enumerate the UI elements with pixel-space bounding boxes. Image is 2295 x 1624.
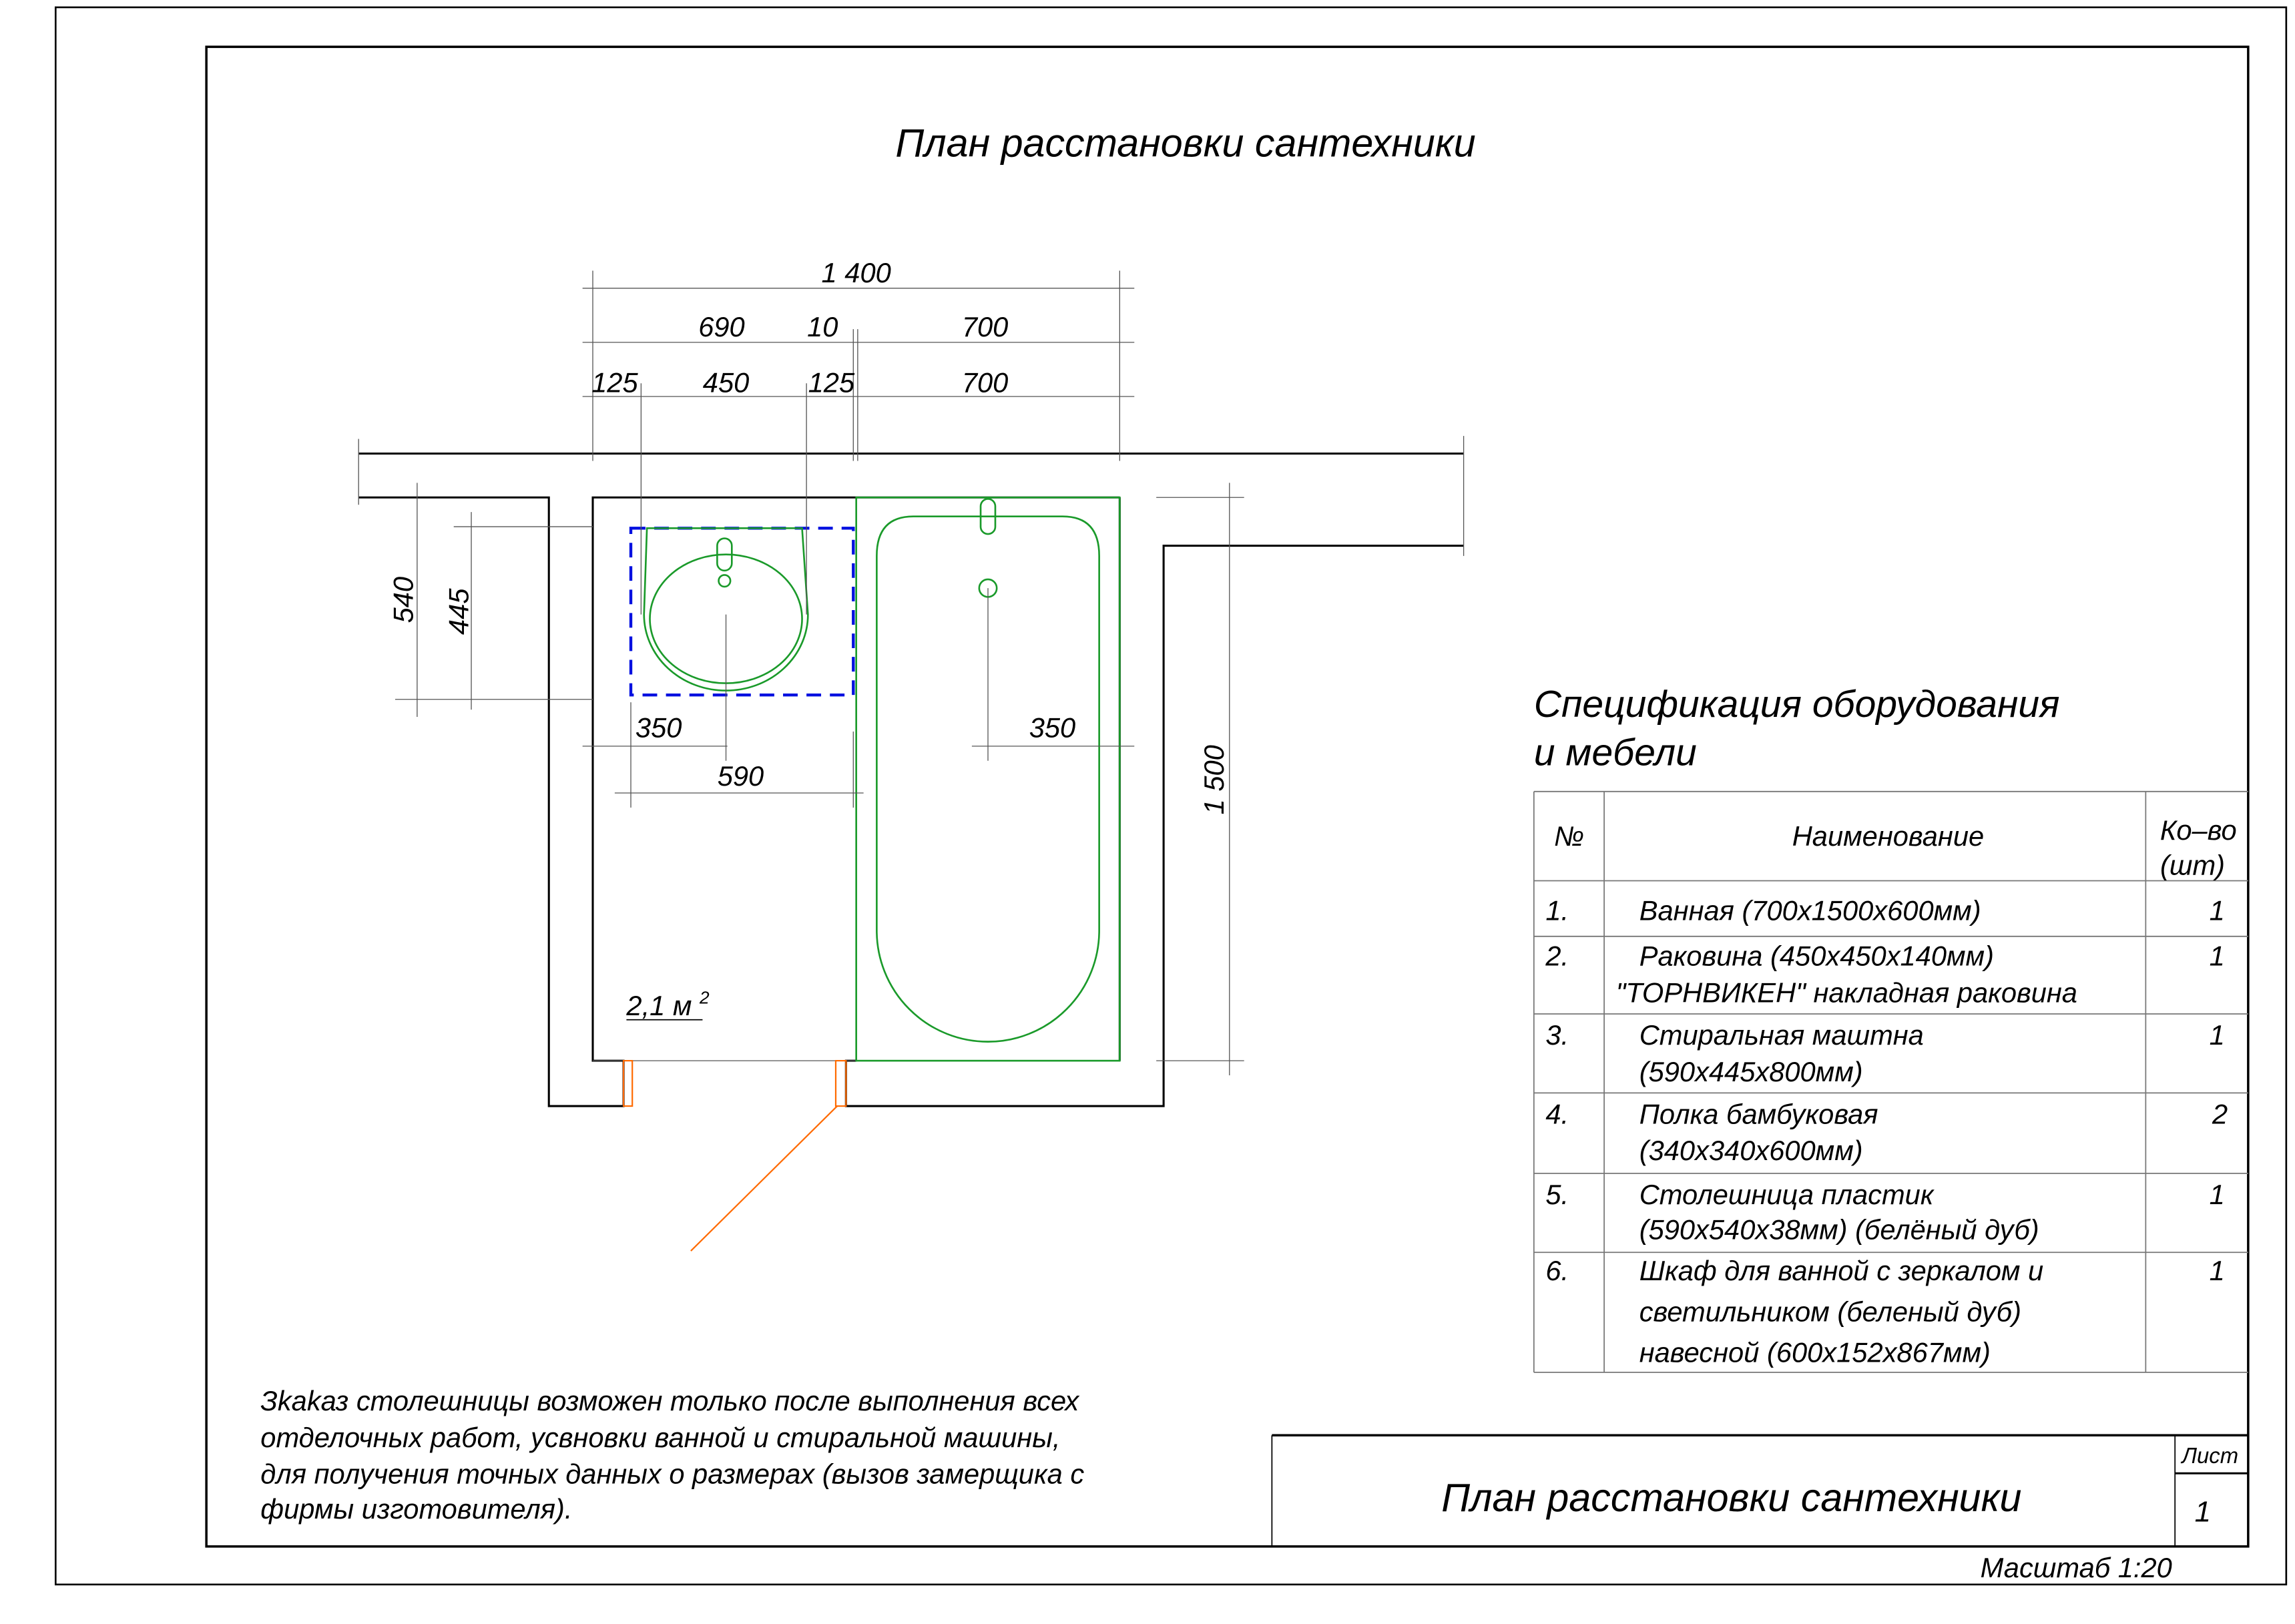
dim-125-left: 125 [591, 366, 638, 398]
svg-text:Ванная (700х1500х600мм): Ванная (700х1500х600мм) [1639, 895, 1981, 926]
spec-row: 4. Полка бамбуковая (340х340х600мм) 2 [1545, 1098, 2228, 1166]
svg-text:навесной (600х152х867мм): навесной (600х152х867мм) [1639, 1337, 1991, 1368]
svg-text:2: 2 [2212, 1098, 2228, 1129]
svg-text:1.: 1. [1545, 895, 1569, 926]
svg-text:6.: 6. [1545, 1255, 1569, 1286]
sheet-number: 1 [2195, 1496, 2211, 1529]
dimension-texts: 1 400 690 10 700 125 450 125 700 540 445… [387, 257, 1230, 814]
svg-text:1: 1 [2210, 940, 2225, 972]
svg-text:"ТОРНВИКЕН" накладная раковина: "ТОРНВИКЕН" накладная раковина [1616, 977, 2077, 1008]
svg-text:(590х445х800мм): (590х445х800мм) [1639, 1056, 1863, 1087]
door [622, 1060, 847, 1252]
svg-text:(590х540х38мм) (белёный дуб): (590х540х38мм) (белёный дуб) [1639, 1214, 2039, 1246]
title-block-title: План расстановки сантехники [1441, 1475, 2021, 1520]
spec-row: 5. Столешница пластик (590х540х38мм) (бе… [1545, 1179, 2224, 1246]
spec-row: 2. Раковина (450х450х140мм) "ТОРНВИКЕН" … [1545, 940, 2224, 1009]
bathtub [855, 496, 1121, 1062]
spec-header: № Наименование Ко–во (шт) [1554, 814, 2237, 881]
svg-text:3.: 3. [1545, 1019, 1569, 1051]
spec-row: 1. Ванная (700х1500х600мм) 1 [1545, 895, 2224, 926]
spec-table [1533, 790, 2248, 1373]
svg-text:1: 1 [2210, 895, 2225, 926]
svg-text:Наименование: Наименование [1792, 820, 1984, 852]
room-area: 2,1 м 2 [625, 988, 710, 1022]
dim-10: 10 [807, 311, 838, 342]
dimension-lines [395, 270, 1244, 1076]
dim-350-sink: 350 [635, 712, 682, 744]
inner-frame [205, 45, 2250, 1548]
dim-540: 540 [387, 577, 419, 623]
svg-text:2: 2 [699, 988, 710, 1008]
dim-700-bottom: 700 [962, 366, 1008, 398]
svg-text:1: 1 [2210, 1179, 2225, 1210]
svg-text:для получения точных данных о: для получения точных данных о размерах (… [260, 1458, 1084, 1490]
svg-text:1: 1 [2210, 1019, 2225, 1051]
washing-machine [629, 527, 855, 697]
title-block: План расстановки сантехники Лист 1 Масшт… [1271, 1434, 2248, 1583]
spec-title-line1: Спецификация оборудования [1534, 683, 2060, 726]
drawing-title: План расстановки сантехники [895, 121, 1475, 166]
svg-text:2,1 м: 2,1 м [625, 990, 692, 1021]
svg-text:Полка бамбуковая: Полка бамбуковая [1639, 1098, 1878, 1129]
svg-text:отделочных работ, усвновки ван: отделочных работ, усвновки ванной и стир… [260, 1422, 1060, 1453]
note: Зkаkаз столешницы возможен только после … [260, 1385, 1084, 1525]
spec-row: 3. Стиральная маштна (590х445х800мм) 1 [1545, 1019, 2224, 1087]
svg-text:(340х340х600мм): (340х340х600мм) [1639, 1135, 1863, 1166]
svg-text:Стиральная маштна: Стиральная маштна [1639, 1019, 1924, 1051]
dim-450: 450 [703, 366, 749, 398]
svg-text:5.: 5. [1545, 1179, 1569, 1210]
dim-350-bath: 350 [1029, 712, 1075, 744]
svg-text:Столешница пластик: Столешница пластик [1639, 1179, 1935, 1210]
svg-text:(шт): (шт) [2160, 850, 2225, 881]
dim-125-right: 125 [808, 366, 855, 398]
svg-text:Шкаф для ванной с зеркалом и: Шкаф для ванной с зеркалом и [1639, 1255, 2043, 1286]
spec-row: 6. Шкаф для ванной с зеркалом и светильн… [1545, 1255, 2224, 1368]
walls [358, 436, 1465, 1107]
svg-text:1: 1 [2210, 1255, 2225, 1286]
dim-690: 690 [698, 311, 744, 342]
scale: Масштаб 1:20 [1981, 1552, 2172, 1583]
svg-text:№: № [1554, 820, 1584, 852]
svg-text:светильником (беленый дуб): светильником (беленый дуб) [1639, 1296, 2021, 1327]
dim-700-top: 700 [962, 311, 1008, 342]
svg-text:2.: 2. [1545, 940, 1569, 972]
dim-590: 590 [718, 760, 764, 792]
sheet-label: Лист [2180, 1443, 2238, 1468]
svg-text:Зkаkаз столешницы возможен тол: Зkаkаз столешницы возможен только после … [260, 1385, 1080, 1416]
svg-text:Раковина (450х450х140мм): Раковина (450х450х140мм) [1639, 940, 1994, 972]
svg-text:4.: 4. [1545, 1098, 1569, 1129]
dim-445: 445 [443, 588, 475, 635]
dim-1400: 1 400 [822, 257, 891, 288]
dim-1500: 1 500 [1198, 745, 1230, 814]
spec-title-line2: и мебели [1534, 731, 1697, 774]
svg-text:фирмы изготовителя).: фирмы изготовителя). [260, 1493, 572, 1525]
outer-frame [55, 6, 2288, 1586]
svg-text:Ко–во: Ко–во [2160, 814, 2237, 846]
